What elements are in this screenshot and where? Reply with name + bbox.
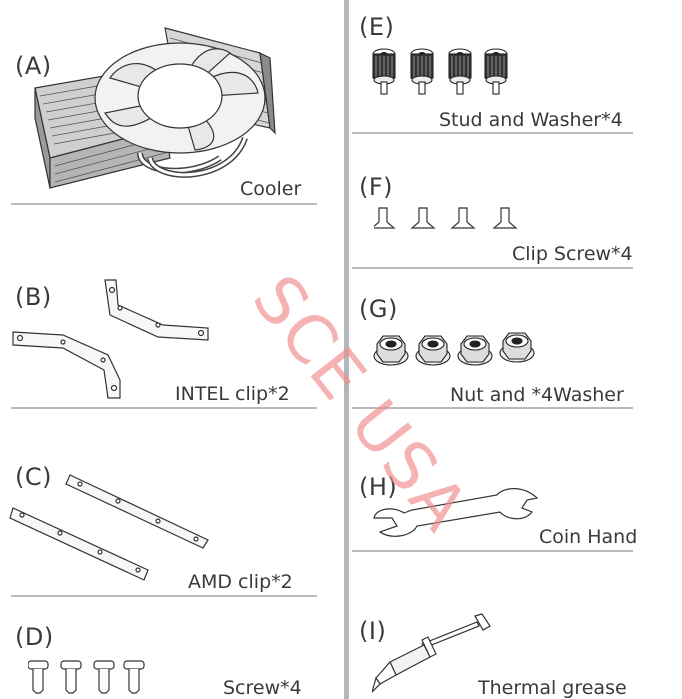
amd-clip-illustration [9,474,209,581]
label-e: (E) [359,13,395,41]
caption-coin-hand: Coin Hand [539,526,638,548]
cooler-illustration [34,27,276,189]
separator-h [352,550,633,552]
caption-cooler: Cooler [240,178,302,200]
coin-hand-wrench-illustration [373,488,539,537]
stud-washer-illustration [372,48,508,95]
label-f: (F) [359,173,394,201]
caption-nut-washer: Nut and *4Washer [450,384,624,406]
screw-illustration [28,660,145,694]
clip-screw-illustration [374,207,518,229]
separator-g [352,407,633,409]
thermal-grease-syringe-illustration [372,613,491,693]
label-i: (I) [359,617,387,645]
label-b: (B) [15,283,52,311]
column-divider [344,0,349,699]
separator-b [11,407,317,409]
label-g: (G) [359,295,398,323]
caption-screw: Screw*4 [223,677,302,699]
caption-clip-screw: Clip Screw*4 [512,243,633,265]
intel-clip-illustration [12,279,209,399]
caption-thermal-grease: Thermal grease [478,677,627,699]
nut-washer-illustration [373,332,535,366]
caption-intel-clip: INTEL clip*2 [175,383,290,405]
separator-a [11,203,317,205]
separator-c [11,595,317,597]
label-a: (A) [15,52,52,80]
caption-stud-washer: Stud and Washer*4 [439,109,623,131]
caption-amd-clip: AMD clip*2 [188,571,293,593]
separator-e [352,132,633,134]
label-c: (C) [15,463,52,491]
label-h: (H) [359,473,398,501]
separator-f [352,267,633,269]
label-d: (D) [15,623,54,651]
